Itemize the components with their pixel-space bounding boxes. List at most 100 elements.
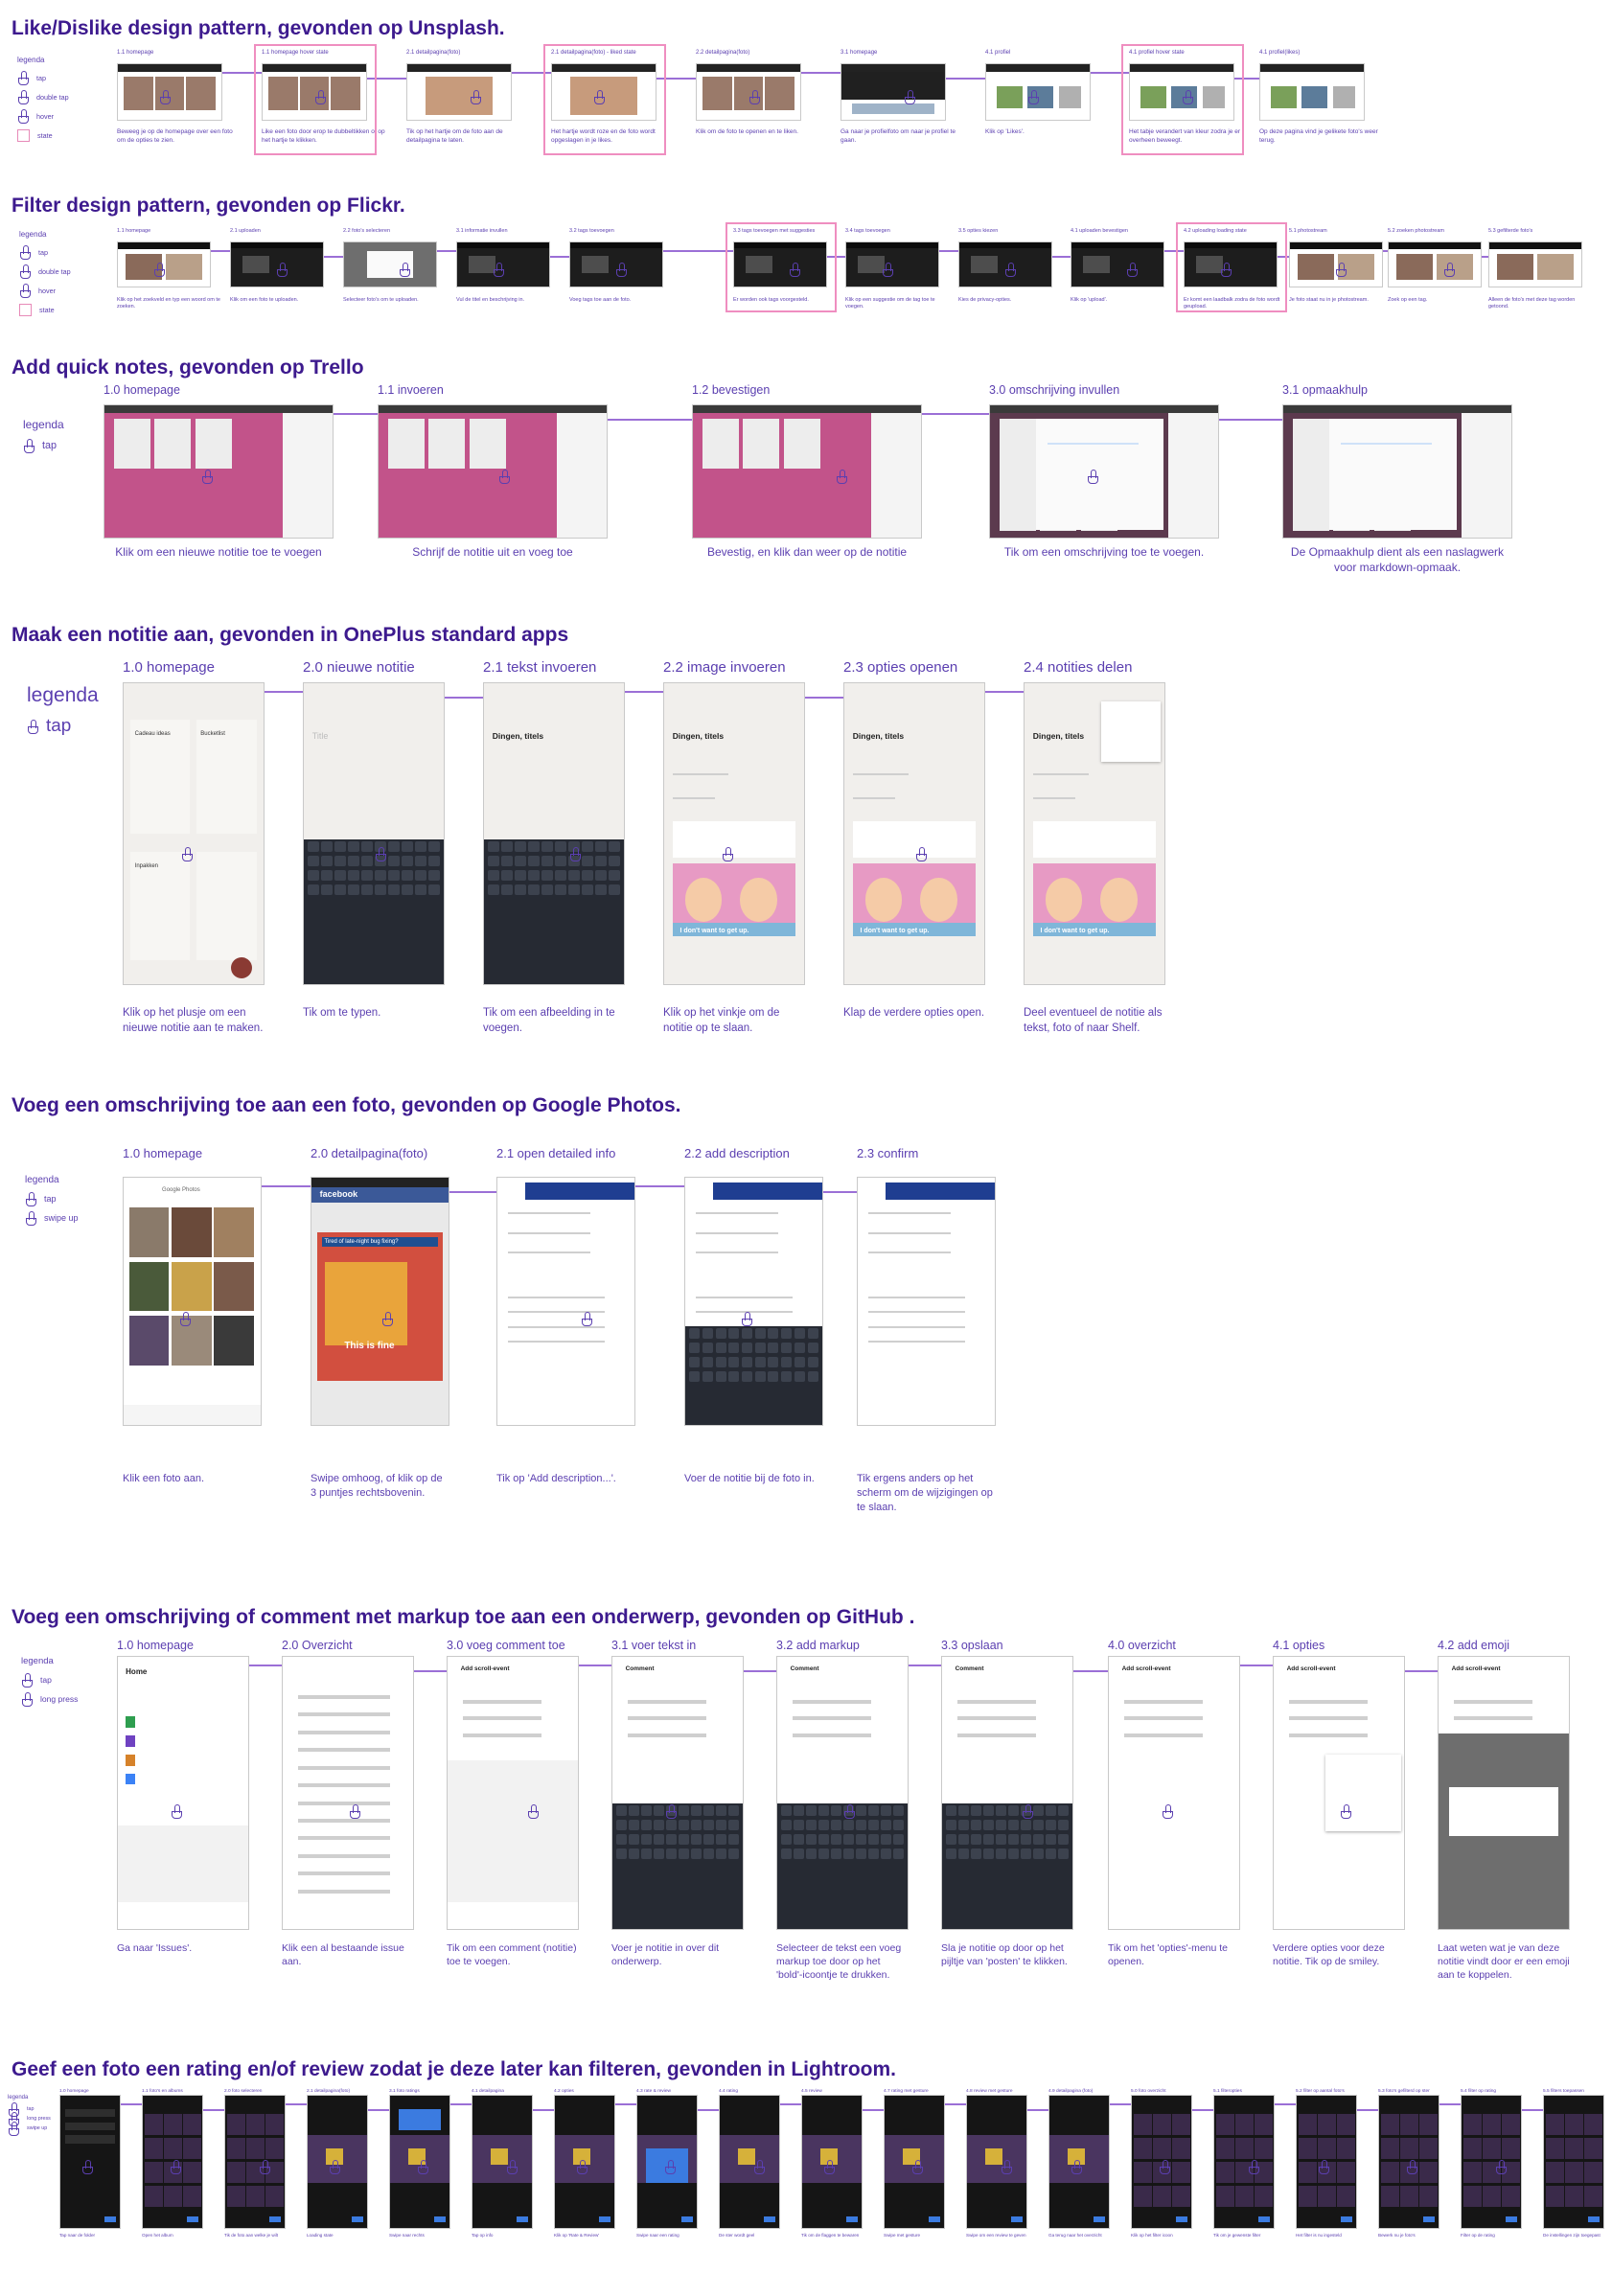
- step-caption: De instellingen zijn toegepast: [1543, 2233, 1600, 2238]
- step-label: 1.0 homepage: [123, 1146, 203, 1160]
- state-box-icon: [19, 303, 32, 316]
- screenshot-lightroom: [224, 2095, 286, 2229]
- step-label: 2.1 detailpagina(foto): [307, 2089, 351, 2094]
- step-label: 2.2 image invoeren: [663, 659, 786, 676]
- tap-marker-icon: [615, 263, 627, 277]
- step-caption: Klik op 'upload'.: [1071, 297, 1108, 303]
- step-label: 3.0 omschrijving invullen: [989, 383, 1120, 397]
- step-caption: Swipe om een review te geven: [966, 2233, 1026, 2238]
- screenshot-lightroom: [1048, 2095, 1110, 2229]
- step-caption: Tik op 'Add description...'.: [496, 1473, 616, 1484]
- tap-marker-icon: [470, 90, 481, 104]
- step-caption: Selecteer foto's om te uploaden.: [343, 297, 419, 303]
- legend-item: long press: [8, 2112, 51, 2126]
- tap-marker-icon: [904, 90, 915, 104]
- legend-title: legenda: [19, 230, 47, 239]
- step-label: 2.0 foto selecteren: [224, 2089, 263, 2094]
- screen-title: Add scroll-event: [460, 1665, 510, 1672]
- step-label: 4.2 uploading loading state: [1184, 228, 1247, 234]
- step-label: 4.1 profiel: [985, 50, 1011, 56]
- step-caption: Er worden ook tags voorgesteld.: [733, 297, 809, 303]
- step-caption: Klik op het vinkje om de notitie op te s…: [663, 1007, 780, 1034]
- tap-marker-icon: [399, 263, 410, 277]
- step-caption: Tik om de flaggen te bewaren: [801, 2233, 860, 2238]
- screenshot-lightroom: [142, 2095, 203, 2229]
- hand-pointer-icon: [17, 71, 29, 85]
- screenshot-flickr: [456, 241, 550, 287]
- tap-marker-icon: [381, 1312, 393, 1326]
- screenshot-unsplash: [117, 63, 222, 121]
- tap-marker-icon: [722, 846, 733, 861]
- tap-marker-icon: [569, 846, 582, 861]
- step-caption: Klik op het zoekveld en typ een woord om…: [117, 297, 220, 310]
- tap-marker-icon: [1071, 2160, 1082, 2174]
- screenshot-flickr: [230, 241, 324, 287]
- screenshot-lightroom: [884, 2095, 945, 2229]
- screenshot-lightroom: [472, 2095, 533, 2229]
- tap-marker-icon: [576, 2160, 587, 2174]
- legend-item: swipe up: [25, 1208, 79, 1228]
- step-label: 4.7 rating met gesture: [884, 2089, 929, 2094]
- tap-marker-icon: [493, 263, 505, 277]
- add-note-button[interactable]: [231, 956, 253, 978]
- tap-marker-icon: [153, 263, 166, 277]
- screenshot-unsplash: [551, 63, 656, 121]
- step-label: 2.3 opties openen: [843, 659, 958, 676]
- step-label: 4.1 detailpagina: [472, 2089, 504, 2094]
- step-caption: Bevestig, en klik dan weer op de notitie: [706, 545, 908, 559]
- step-caption: Klik op het filter icoon: [1131, 2233, 1173, 2238]
- step-label: 4.8 review met gesture: [966, 2089, 1013, 2094]
- step-label: 3.2 tags toevoegen: [569, 228, 614, 234]
- step-caption: Swipe omhoog, of klik op de 3 puntjes re…: [311, 1473, 443, 1499]
- screen-title: Add scroll-event: [1286, 1665, 1336, 1672]
- tap-marker-icon: [915, 846, 928, 861]
- step-caption: Tik om het 'opties'-menu te openen.: [1108, 1942, 1229, 1968]
- tap-marker-icon: [753, 2160, 765, 2174]
- tap-marker-icon: [1406, 2160, 1418, 2174]
- meme-text: This is fine: [344, 1341, 395, 1352]
- step-caption: Kies de privacy-opties.: [958, 297, 1012, 303]
- hand-pointer-icon: [25, 1192, 36, 1206]
- step-caption: Zoek op een tag.: [1388, 297, 1428, 303]
- screenshot-google-photos: [496, 1177, 635, 1426]
- tap-marker-icon: [1248, 2160, 1259, 2174]
- tap-marker-icon: [527, 1804, 539, 1820]
- step-label: 5.4 filter op rating: [1461, 2089, 1497, 2094]
- step-label: 5.1 photostream: [1289, 228, 1327, 234]
- screenshot-lightroom: [1378, 2095, 1439, 2229]
- step-label: 1.1 homepage hover state: [262, 50, 329, 56]
- tap-marker-icon: [1335, 263, 1347, 277]
- step-caption: Ga naar 'Issues'.: [117, 1942, 193, 1954]
- step-caption: Bewerk nu je foto's: [1378, 2233, 1416, 2238]
- banner-text: Tired of late-night bug fixing?: [322, 1236, 438, 1247]
- screenshot-flickr: [1488, 241, 1582, 287]
- state-highlight: [1176, 222, 1287, 312]
- step-caption: Tik de foto aan welke je wilt: [224, 2233, 279, 2238]
- step-label: 1.1 homepage: [117, 228, 151, 234]
- step-caption: Schrijf de notitie uit en voeg toe: [412, 545, 573, 559]
- legend-item-label: swipe up: [44, 1213, 79, 1223]
- meme-caption: I don't want to get up.: [860, 928, 930, 935]
- step-caption: Voer de notitie bij de foto in.: [684, 1473, 815, 1484]
- step-label: 1.0 homepage: [104, 383, 180, 397]
- legend-item-label: tap: [44, 1194, 57, 1204]
- tap-marker-icon: [1001, 2160, 1012, 2174]
- step-label: 2.3 confirm: [857, 1146, 919, 1160]
- legend-item-label: state: [37, 130, 53, 140]
- step-caption: Swipe naar een rating: [636, 2233, 679, 2238]
- state-highlight: [1121, 44, 1244, 155]
- step-label: 4.2 add emoji: [1438, 1639, 1510, 1652]
- legend-item-label: tap: [42, 440, 58, 451]
- legend-item: state: [17, 126, 69, 145]
- flickr-section-title: Filter design pattern, gevonden op Flick…: [12, 195, 405, 217]
- legend-item: tap: [21, 1670, 78, 1689]
- tap-marker-icon: [81, 2160, 93, 2174]
- step-caption: Klik op 'Likes'.: [985, 128, 1025, 135]
- screenshot-flickr: [1071, 241, 1164, 287]
- legend-title: legenda: [17, 56, 45, 64]
- screen-title: Comment: [625, 1665, 655, 1672]
- state-highlight: [254, 44, 377, 155]
